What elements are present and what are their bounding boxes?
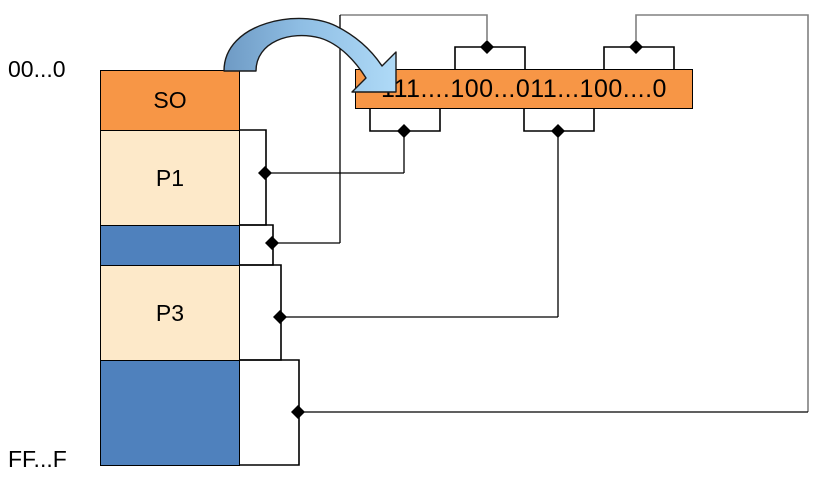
diamond-tap-p3 [273, 310, 287, 324]
bracket-mem-used2 [240, 359, 300, 466]
wire-gray-top-left [340, 14, 488, 40]
memory-segment-used-2[interactable] [100, 360, 240, 466]
bitstring-bar[interactable]: 111....100...011...100....0 [355, 69, 693, 109]
bracket-mem-p3 [240, 264, 282, 361]
memory-segment-used-1[interactable] [100, 225, 240, 266]
diamond-tap-used1 [265, 236, 279, 250]
bracket-mem-p1 [240, 129, 267, 226]
memory-segment-label: SO [153, 87, 187, 113]
address-label-bottom: FF...F [8, 446, 67, 472]
wire-gray-top-right [635, 14, 809, 412]
diamond-tap-p1 [258, 166, 272, 180]
diamond-tap-used2 [291, 405, 305, 419]
bitstring-value: 111....100...011...100....0 [381, 74, 667, 103]
memory-column: SO P1 P3 [100, 70, 240, 466]
diamond-tap-bit-bottom-left [397, 124, 411, 138]
memory-segment-p1[interactable]: P1 [100, 130, 240, 226]
memory-segment-p3[interactable]: P3 [100, 265, 240, 361]
memory-segment-label: P1 [155, 164, 185, 191]
memory-segment-label: P3 [155, 299, 185, 326]
diamond-tap-bit-top-right [629, 40, 643, 54]
diamond-tap-bit-top-left [480, 40, 494, 54]
address-label-top: 00...0 [8, 56, 66, 82]
diamond-tap-bit-bottom-right [551, 124, 565, 138]
memory-segment-so[interactable]: SO [100, 70, 240, 131]
